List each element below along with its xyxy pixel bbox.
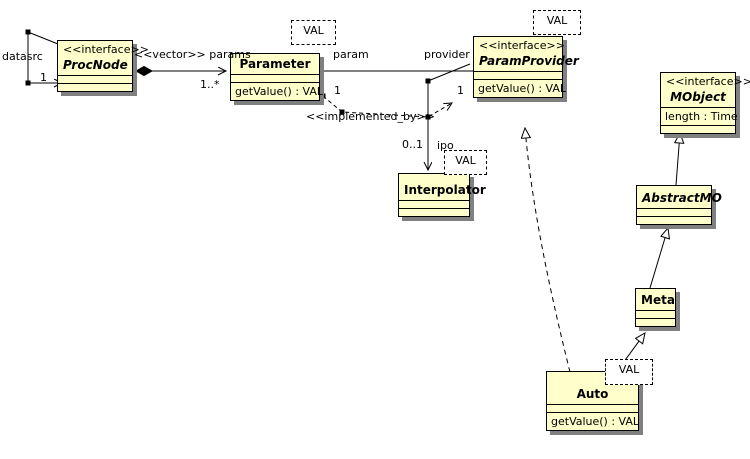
label-provider-multiplicity: 1 (457, 84, 464, 97)
template-param-interpolator: VAL (444, 150, 487, 175)
class-box-procnode[interactable]: <<interface>> ProcNode (57, 40, 149, 92)
label-datasrc-multiplicity: 1 (40, 71, 47, 84)
edge-auto-realizes-paramprovider (525, 128, 571, 373)
paramprovider-name: ParamProvider (479, 54, 579, 68)
meta-header: Meta (636, 289, 675, 310)
parameter-operation: getValue() : VAL (231, 82, 323, 100)
class-box-meta[interactable]: Meta (635, 288, 676, 327)
parameter-name: Parameter (239, 57, 311, 71)
abstractmo-operations (637, 216, 711, 224)
abstractmo-header: AbstractMO (637, 186, 722, 208)
parameter-attributes (231, 74, 319, 82)
class-box-abstractmo[interactable]: AbstractMO (636, 185, 722, 225)
class-box-interpolator[interactable]: Interpolator (398, 173, 486, 217)
mobject-header: <<interface>> MObject (661, 73, 750, 107)
paramprovider-attributes (474, 71, 562, 79)
interpolator-name: Interpolator (404, 183, 486, 197)
label-param-role: param (333, 48, 369, 61)
template-param-paramprovider: VAL (533, 10, 581, 35)
label-datasrc-role: datasrc (2, 50, 43, 63)
auto-header: Auto (547, 372, 638, 404)
abstractmo-name: AbstractMO (642, 191, 722, 205)
label-ipo-multiplicity: 0..1 (402, 138, 423, 151)
meta-operations (636, 318, 675, 326)
mobject-name: MObject (670, 90, 726, 104)
template-param-parameter-label: VAL (303, 24, 324, 37)
procnode-stereotype: <<interface>> (63, 43, 149, 56)
label-param-multiplicity: 1 (334, 84, 341, 97)
class-box-parameter[interactable]: Parameter getValue() : VAL (230, 53, 323, 101)
template-param-auto: VAL (605, 359, 653, 385)
template-param-auto-label: VAL (618, 363, 640, 376)
mobject-operations (661, 125, 735, 133)
interpolator-header: Interpolator (399, 174, 486, 200)
template-param-paramprovider-label: VAL (546, 14, 568, 27)
label-params-multiplicity: 1..* (200, 78, 220, 91)
meta-attributes (636, 310, 675, 318)
paramprovider-header: <<interface>> ParamProvider (474, 37, 579, 71)
paramprovider-operation: getValue() : VAL (474, 79, 566, 97)
procnode-header: <<interface>> ProcNode (58, 41, 149, 75)
auto-name: Auto (576, 387, 609, 401)
label-implemented-by: <<implemented_by>> (306, 110, 435, 123)
meta-name: Meta (641, 293, 675, 307)
procnode-attributes (58, 75, 132, 83)
mobject-attribute: length : Time (661, 107, 738, 125)
procnode-name: ProcNode (63, 58, 128, 72)
class-box-mobject[interactable]: <<interface>> MObject length : Time (660, 72, 750, 134)
procnode-operations (58, 83, 132, 91)
edge-abstractmo-extends-mobject (676, 133, 680, 186)
template-param-parameter: VAL (291, 20, 336, 45)
label-params-role: <<vector>> params (134, 48, 251, 61)
label-provider-role: provider (424, 48, 470, 61)
edge-procnode-parameter-params (134, 65, 226, 77)
label-ipo-role: ipo (437, 139, 454, 152)
auto-operation: getValue() : VAL (547, 412, 639, 430)
edge-parameter-paramprovider (320, 63, 473, 84)
edge-meta-extends-abstractmo (649, 228, 668, 289)
abstractmo-attributes (637, 208, 711, 216)
paramprovider-stereotype: <<interface>> (479, 39, 565, 52)
parameter-header: Parameter (231, 54, 319, 74)
auto-attributes (547, 404, 638, 412)
interpolator-operations (399, 208, 469, 216)
template-param-interpolator-label: VAL (455, 154, 476, 167)
interpolator-attributes (399, 200, 469, 208)
mobject-stereotype: <<interface>> (666, 75, 750, 88)
class-box-paramprovider[interactable]: <<interface>> ParamProvider getValue() :… (473, 36, 579, 98)
